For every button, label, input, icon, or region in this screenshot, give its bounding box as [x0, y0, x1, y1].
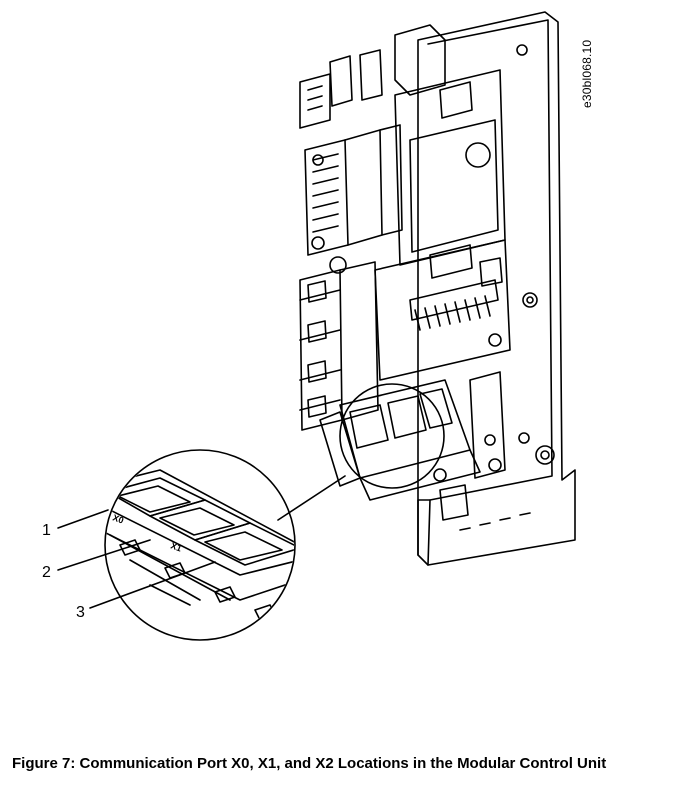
- callout-3: 3: [76, 604, 85, 621]
- figure-doc-code: e30bl068.10: [580, 39, 594, 108]
- zoom-detail-circle: [104, 449, 296, 641]
- callout-2-leader: [57, 539, 151, 571]
- port-x0-label: X0: [111, 512, 125, 525]
- callout-3-leader: [89, 561, 216, 609]
- control-board: [374, 239, 511, 381]
- top-module: [299, 24, 506, 266]
- terminal-strip-lower: [299, 256, 379, 431]
- zoom-connector-line: [277, 475, 346, 521]
- figure-caption: Figure 7: Communication Port X0, X1, and…: [12, 755, 607, 772]
- callout-1: 1: [42, 522, 51, 539]
- bottom-bracket: [439, 371, 530, 521]
- callout-1-leader: [57, 509, 109, 529]
- callout-2: 2: [42, 564, 51, 581]
- terminal-strip-upper: [304, 124, 403, 256]
- port-x1-label: X1: [169, 540, 183, 553]
- ethernet-block: [319, 379, 502, 501]
- mounting-plate: [417, 11, 576, 566]
- zoom-source-circle: [339, 383, 445, 489]
